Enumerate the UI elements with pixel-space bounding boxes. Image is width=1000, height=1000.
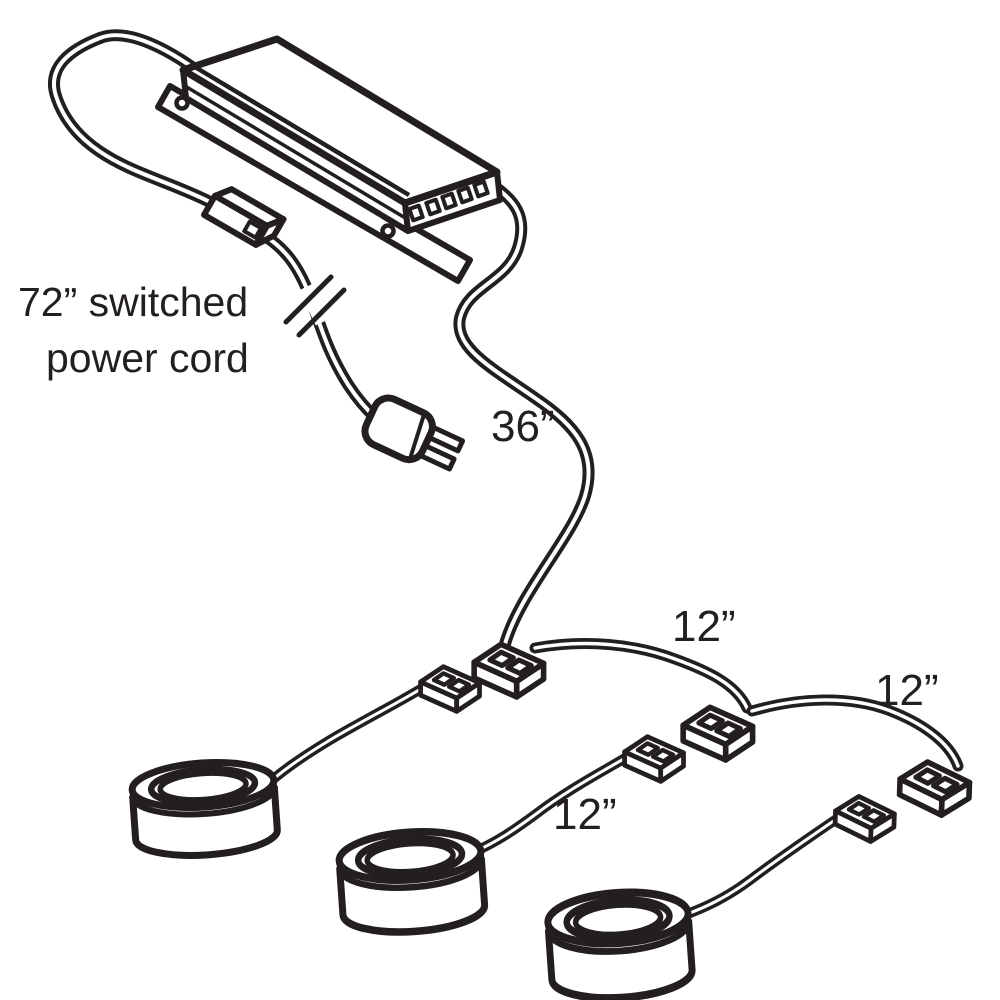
connector-male-2 bbox=[625, 737, 684, 782]
puck-light-2 bbox=[338, 827, 487, 936]
puck-light-1 bbox=[131, 758, 279, 860]
cord-break-mark bbox=[283, 274, 347, 338]
vent-slot bbox=[424, 197, 442, 217]
lead-cable-highlight bbox=[457, 180, 591, 646]
driver-top-face bbox=[179, 35, 501, 207]
puck-cord-1 bbox=[257, 682, 429, 794]
switch-slot bbox=[242, 219, 264, 240]
power-cord-label-line2: power cord bbox=[46, 335, 249, 381]
flange-screw-hole-right bbox=[380, 223, 396, 239]
power-plug bbox=[361, 394, 466, 472]
jumper-length-label-1: 12” bbox=[672, 602, 736, 651]
driver-front-seam bbox=[184, 84, 408, 221]
flange-screw-hole-left bbox=[174, 95, 190, 111]
connector-male-1 bbox=[421, 667, 480, 712]
connector-female-2 bbox=[683, 707, 752, 760]
jumper-length-label-3: 12” bbox=[553, 790, 617, 839]
puck-light-3 bbox=[546, 888, 694, 1000]
puck-cord-3 bbox=[677, 813, 843, 921]
jumper-cable-1 bbox=[529, 638, 753, 714]
vent-slot bbox=[472, 179, 490, 199]
jumper-cable-1-highlight bbox=[533, 641, 749, 710]
jumper-length-label-2: 12” bbox=[875, 666, 939, 715]
jumper-cable-2-highlight bbox=[750, 698, 960, 768]
puck-cord-3-highlight bbox=[680, 816, 840, 918]
puck-cord-2 bbox=[473, 752, 632, 855]
jumper-cable-2 bbox=[746, 694, 964, 772]
lead-cable-36in bbox=[453, 176, 595, 650]
connector-male-3 bbox=[835, 796, 895, 843]
puck-cord-2-highlight bbox=[476, 755, 629, 852]
driver-lid-lip bbox=[188, 62, 411, 197]
plug-body-edge bbox=[407, 414, 426, 460]
lead-length-label: 36” bbox=[491, 402, 555, 451]
led-driver-box bbox=[155, 35, 503, 284]
break-slash-1 bbox=[283, 274, 334, 325]
vent-slot bbox=[456, 185, 474, 205]
switch-end-face bbox=[252, 216, 287, 248]
power-cord-lower-highlight bbox=[260, 232, 377, 419]
power-cord-loop-highlight bbox=[52, 33, 214, 204]
puck-cord-1-highlight bbox=[260, 685, 426, 791]
power-cord-label-line1: 72” switched bbox=[18, 279, 248, 325]
break-slash-2 bbox=[296, 287, 347, 338]
vent-slot bbox=[407, 203, 425, 223]
driver-vent-slots bbox=[407, 179, 490, 223]
vent-slot bbox=[440, 191, 458, 211]
switched-power-cord bbox=[48, 29, 381, 423]
inline-switch bbox=[201, 186, 287, 248]
